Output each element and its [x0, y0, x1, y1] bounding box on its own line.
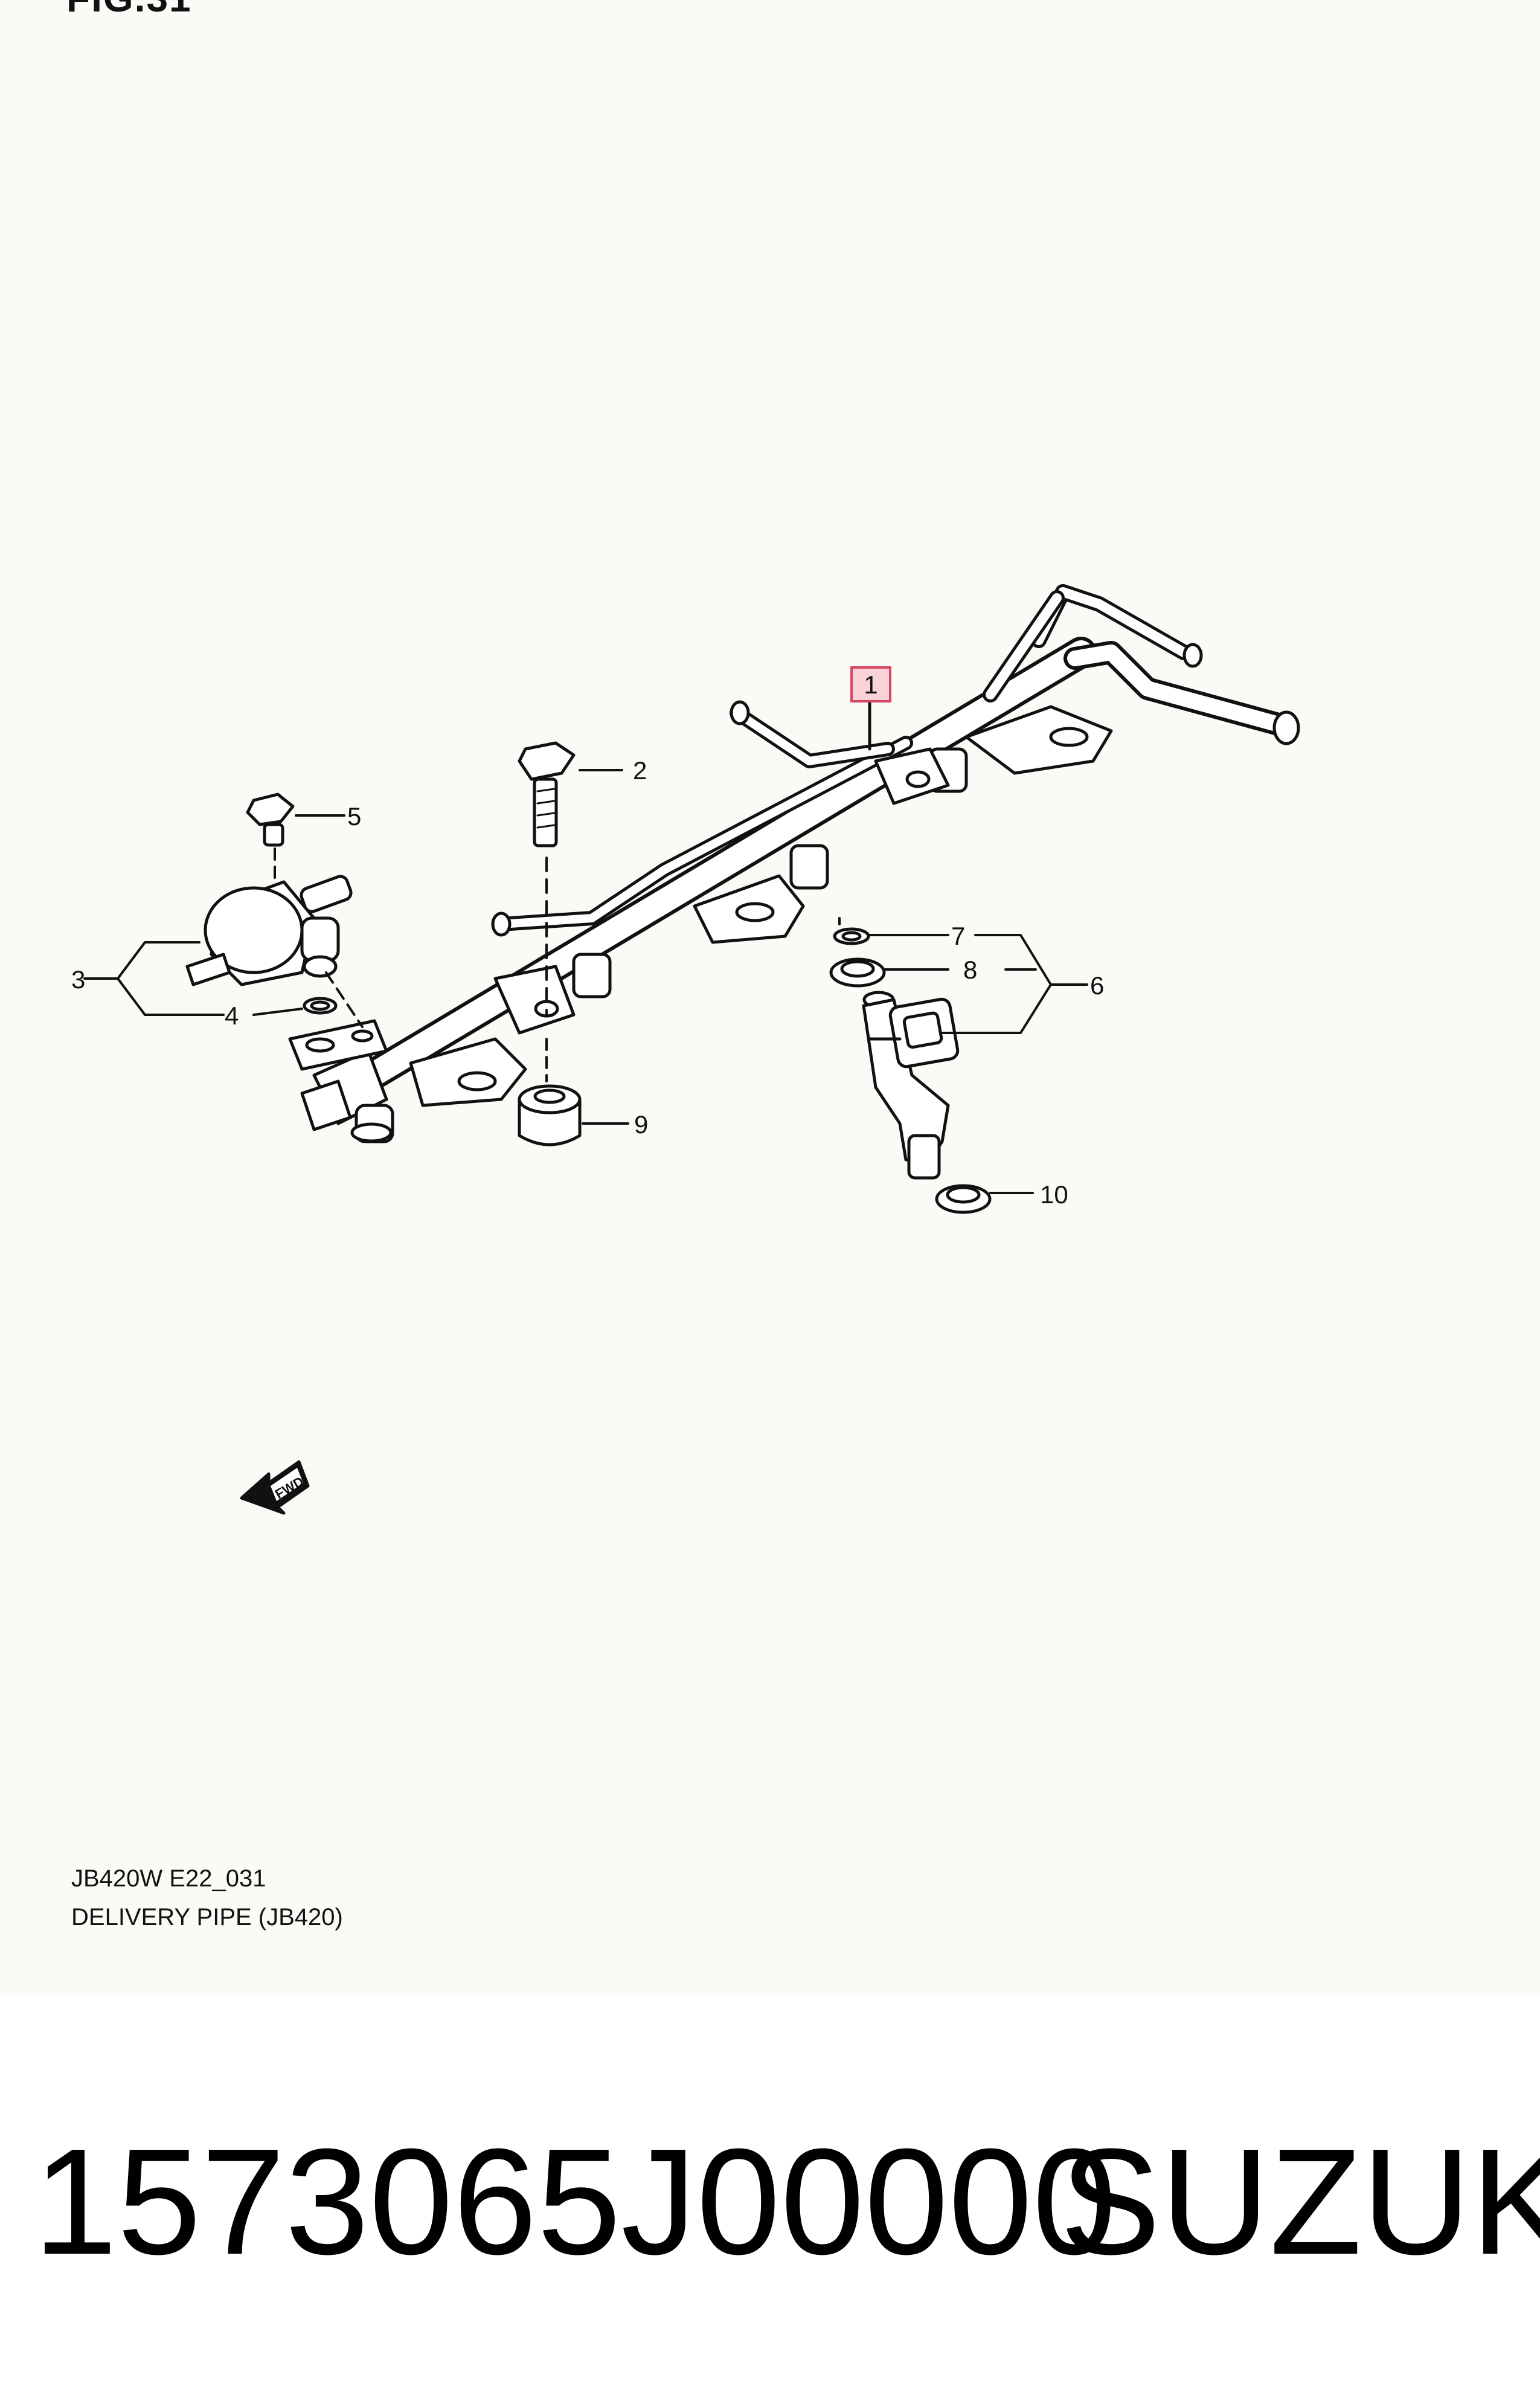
seal-part-10: [935, 1184, 1034, 1214]
pressure-regulator-part-3: [185, 875, 364, 1028]
part-number: 1573065J00000: [33, 2117, 1117, 2286]
callout-5: 5: [347, 802, 361, 831]
grommet-part-8: [829, 917, 886, 988]
bolt-part-5: [246, 793, 345, 889]
callout-4: 4: [225, 1001, 239, 1030]
forward-direction-arrow: [240, 1460, 310, 1515]
callout-10: 10: [1040, 1180, 1068, 1209]
insulator-part-9: [518, 1038, 629, 1146]
callout-8: 8: [963, 956, 977, 984]
o-ring-part-4: [303, 997, 338, 1015]
bolt-part-2: [518, 741, 623, 1016]
brand-name: SUZUKI: [1060, 2117, 1540, 2286]
callout-3: 3: [71, 965, 85, 994]
callout-9: 9: [634, 1110, 648, 1139]
figure-title: FIG.31: [66, 0, 192, 21]
parts-diagram: FWD 1 2 3 4 5 6 7 8 9 10: [71, 584, 1300, 1515]
bracket-lines-3-4: [83, 941, 303, 1016]
delivery-pipe: [288, 584, 1300, 1143]
diagram-sheet: [0, 0, 1540, 1993]
figure-code: JB420W E22_031: [71, 1865, 266, 1892]
callout-7: 7: [951, 922, 965, 950]
callout-6: 6: [1090, 971, 1104, 1000]
callout-1-box: [850, 666, 891, 702]
o-ring-part-7: [833, 927, 870, 945]
figure-description: DELIVERY PIPE (JB420): [71, 1904, 343, 1931]
bracket-lines-6-7-8: [868, 934, 1088, 1034]
injector-part-6: [862, 991, 960, 1180]
callout-1: 1: [864, 670, 877, 699]
callout-2: 2: [633, 756, 647, 785]
